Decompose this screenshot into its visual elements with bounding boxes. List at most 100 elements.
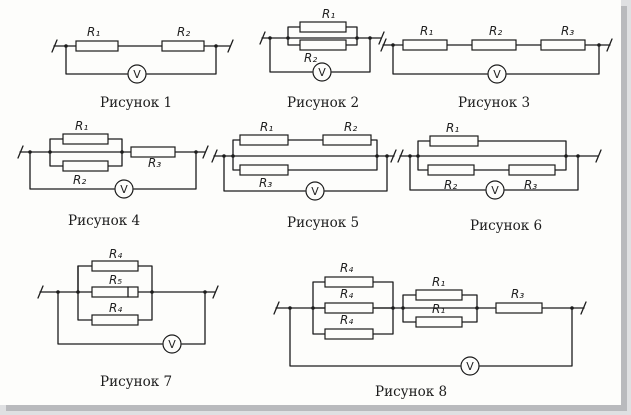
terminal-left (17, 145, 24, 159)
terminal-right (606, 38, 613, 52)
label-r2: R₂ (444, 178, 457, 192)
resistor-r3 (495, 302, 543, 314)
label-r3: R₃ (259, 176, 272, 190)
resistor-r2 (62, 160, 109, 172)
voltmeter-label: V (491, 184, 499, 197)
caption-figure-3: Рисунок 3 (458, 95, 530, 111)
voltmeter-label: V (318, 66, 326, 79)
resistor-r2 (427, 164, 475, 176)
figure-7: V R₄ R₅ R₄ Рисунок 7 (37, 247, 219, 390)
label-r1: R₁ (75, 119, 88, 133)
resistor-r1 (239, 134, 289, 146)
resistor-r4-top (91, 260, 139, 272)
voltmeter (162, 334, 182, 354)
label-r2: R₂ (489, 24, 502, 38)
voltmeter (487, 64, 507, 84)
resistor-r1 (62, 133, 109, 145)
resistor-r1-top (415, 289, 463, 301)
label-r4-bottom: R₄ (109, 301, 122, 315)
voltmeter (485, 180, 505, 200)
caption-figure-7: Рисунок 7 (100, 374, 172, 390)
figure-6: V R₁ R₂ R₃ Рисунок 6 (397, 121, 602, 234)
diagram-sheet: V R₁ R₂ Рисунок 1 V R₁ R₂ Рисунок 2 (0, 0, 621, 405)
resistor-r4-bottom (324, 328, 374, 340)
resistor-r1 (75, 40, 119, 52)
terminal-left (51, 39, 58, 53)
terminal-left (259, 31, 266, 45)
caption-figure-1: Рисунок 1 (100, 95, 172, 111)
terminal-left (273, 301, 280, 315)
caption-figure-8: Рисунок 8 (375, 384, 447, 400)
resistor-r2 (322, 134, 372, 146)
resistor-r1-bottom (415, 316, 463, 328)
terminal-left (37, 285, 44, 299)
resistor-r2 (471, 39, 517, 51)
terminal-right (202, 145, 209, 159)
resistor-r4-bottom (91, 314, 139, 326)
voltmeter (305, 181, 325, 201)
resistor-r2 (161, 40, 205, 52)
resistor-r5 (91, 286, 139, 298)
terminal-right (212, 285, 219, 299)
voltmeter (114, 179, 134, 199)
label-r1: R₁ (446, 121, 459, 135)
label-r3: R₃ (148, 156, 161, 170)
label-r5: R₅ (109, 273, 122, 287)
terminal-right (227, 39, 234, 53)
label-r2: R₂ (73, 173, 86, 187)
label-r1: R₁ (420, 24, 433, 38)
figure-5: V R₁ R₂ R₃ Рисунок 5 (211, 120, 397, 231)
resistor-r4-middle (324, 302, 374, 314)
label-r4-middle: R₄ (340, 287, 353, 301)
figure-3: V R₁ R₂ R₃ Рисунок 3 (380, 24, 613, 111)
figure-2: V R₁ R₂ Рисунок 2 (259, 7, 385, 111)
voltmeter (127, 64, 147, 84)
terminal-right (580, 301, 587, 315)
label-r1-top: R₁ (432, 275, 445, 289)
voltmeter-label: V (133, 68, 141, 81)
resistor-r2 (299, 39, 347, 51)
terminal-left (211, 149, 218, 163)
voltmeter-label: V (120, 183, 128, 196)
label-r2: R₂ (304, 51, 317, 65)
caption-figure-4: Рисунок 4 (68, 213, 140, 229)
terminal-right (378, 31, 385, 45)
terminal-right (595, 149, 602, 163)
voltmeter (312, 62, 332, 82)
label-r4-bottom: R₄ (340, 313, 353, 327)
label-r3: R₃ (524, 178, 537, 192)
label-r1: R₁ (260, 120, 273, 134)
voltmeter-label: V (168, 338, 176, 351)
label-r1: R₁ (87, 25, 100, 39)
voltmeter-label: V (493, 68, 501, 81)
resistor-r3 (130, 146, 176, 158)
resistor-r1 (429, 135, 479, 147)
resistor-r1 (402, 39, 448, 51)
voltmeter-label: V (466, 360, 474, 373)
voltmeter-label: V (311, 185, 319, 198)
resistor-r3 (508, 164, 556, 176)
figure-1: V R₁ R₂ Рисунок 1 (51, 25, 234, 111)
label-r2: R₂ (344, 120, 357, 134)
figure-4: V R₁ R₂ R₃ Рисунок 4 (17, 119, 209, 229)
caption-figure-2: Рисунок 2 (287, 95, 359, 111)
caption-figure-6: Рисунок 6 (470, 218, 542, 234)
terminal-left (380, 38, 387, 52)
label-r2: R₂ (177, 25, 190, 39)
terminal-right (390, 149, 397, 163)
label-r4-top: R₄ (340, 261, 353, 275)
resistor-r1 (299, 21, 347, 33)
label-r3: R₃ (511, 287, 524, 301)
figure-8: V R₄ R₄ R₄ R₁ R₁ R₃ Рисунок 8 (273, 261, 587, 400)
resistor-r4-top (324, 276, 374, 288)
label-r3: R₃ (561, 24, 574, 38)
terminal-left (397, 149, 404, 163)
label-r1: R₁ (322, 7, 335, 21)
resistor-r3 (540, 39, 586, 51)
circuit-diagrams: V R₁ R₂ Рисунок 1 V R₁ R₂ Рисунок 2 (17, 7, 613, 400)
label-r1-bottom: R₁ (432, 302, 445, 316)
resistor-r3 (239, 164, 289, 176)
voltmeter (460, 356, 480, 376)
label-r4-top: R₄ (109, 247, 122, 261)
caption-figure-5: Рисунок 5 (287, 215, 359, 231)
